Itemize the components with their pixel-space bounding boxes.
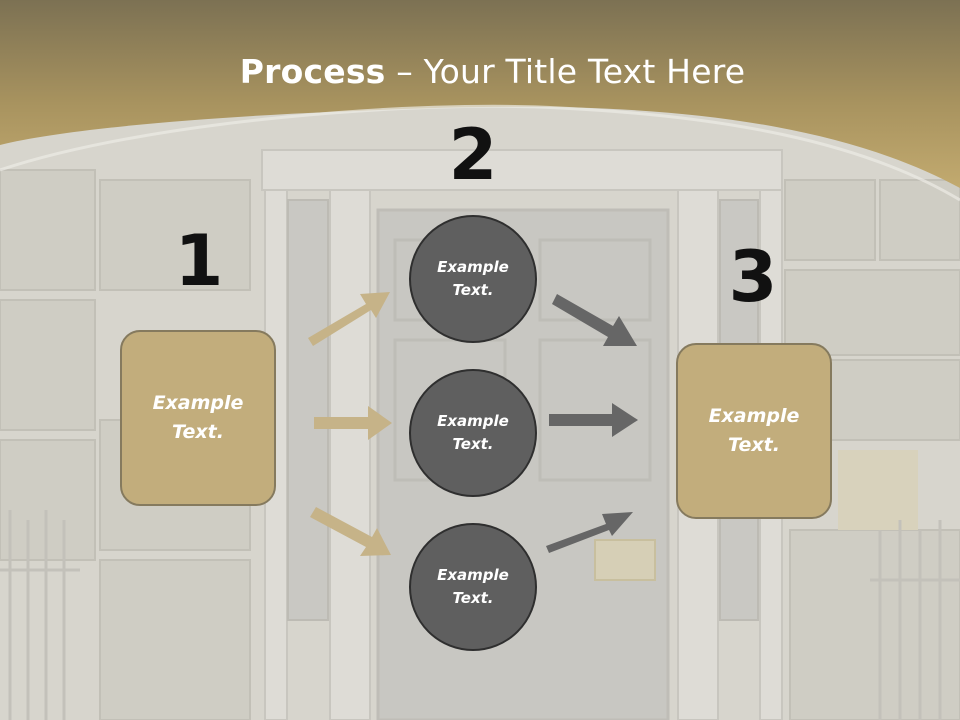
slide-title: Process – Your Title Text Here (0, 52, 960, 91)
circle-middle-text-line2: Text. (452, 435, 494, 453)
title-rest: – Your Title Text Here (385, 52, 746, 91)
step-3-text-line1: Example (708, 405, 800, 427)
step-1-text-line2: Text. (172, 421, 224, 443)
step-number-2: 2 (448, 114, 498, 196)
step-number-3: 3 (728, 236, 778, 318)
arrow-middle-circle-to-box (549, 403, 638, 437)
circle-bottom-text-line1: Example (437, 566, 509, 584)
circle-top-text-line1: Example (437, 258, 509, 276)
step-number-1: 1 (174, 220, 224, 302)
arrow-box-to-top-circle (308, 292, 390, 346)
circle-bottom-text-line2: Text. (452, 589, 494, 607)
step-1-text-line1: Example (152, 392, 244, 414)
arrow-top-circle-to-box (552, 294, 637, 346)
arrow-bottom-circle-to-box (546, 512, 633, 553)
title-bold: Process (239, 52, 386, 91)
arrow-box-to-middle-circle (314, 406, 392, 440)
arrow-box-to-bottom-circle (310, 507, 391, 556)
circle-middle-text-line1: Example (437, 412, 509, 430)
step-3-text-line2: Text. (728, 434, 780, 456)
circle-top-text-line2: Text. (452, 281, 494, 299)
